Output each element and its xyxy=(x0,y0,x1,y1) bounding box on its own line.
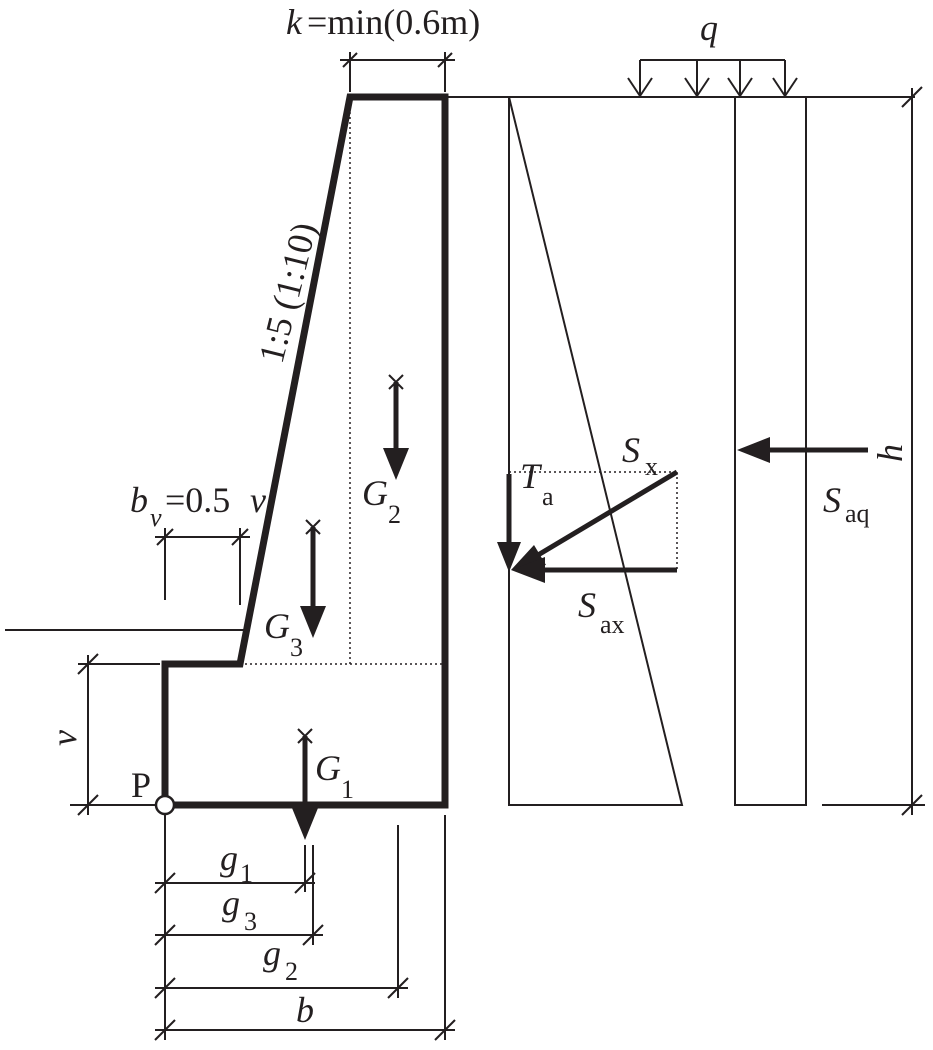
g3-label: G xyxy=(264,606,290,646)
pivot-point-p xyxy=(154,794,176,816)
g3-subscript: 3 xyxy=(290,633,303,662)
g1-subscript: 1 xyxy=(341,775,354,804)
sx-label: S xyxy=(622,430,640,470)
earth-pressure-triangle xyxy=(508,96,684,806)
g2-dim-label: g xyxy=(263,933,281,973)
bv-equals: =0.5 xyxy=(165,480,230,520)
h-label: h xyxy=(870,444,910,462)
g2-dim-subscript: 2 xyxy=(285,957,298,986)
bv-v: v xyxy=(250,480,266,520)
surcharge-arrows xyxy=(627,59,798,98)
sx-subscript: x xyxy=(645,452,658,481)
g1-dim-subscript: 1 xyxy=(240,859,253,888)
saq-subscript: aq xyxy=(845,499,870,528)
v-label: v xyxy=(44,730,84,746)
k-dimension xyxy=(340,52,455,92)
h-dimension xyxy=(822,86,925,816)
sax-label: S xyxy=(578,585,596,625)
g3-dim-label: g xyxy=(222,883,240,923)
p-label: P xyxy=(131,765,151,805)
ta-subscript: a xyxy=(542,482,554,511)
bv-label: b xyxy=(130,480,148,520)
k-expression: =min(0.6m) xyxy=(307,2,480,42)
g3-dim-subscript: 3 xyxy=(244,907,257,936)
bv-subscript: v xyxy=(150,503,162,532)
q-label: q xyxy=(700,8,718,48)
g1-label: G xyxy=(315,748,341,788)
sax-subscript: ax xyxy=(600,610,625,639)
k-label: k xyxy=(286,2,303,42)
bv-dimension xyxy=(155,528,250,605)
b-dim-label: b xyxy=(296,990,314,1030)
g1-dim-label: g xyxy=(220,838,238,878)
saq-label: S xyxy=(823,480,841,520)
v-dimension xyxy=(70,653,160,816)
bottom-dimensions xyxy=(154,815,456,1041)
g2-label: G xyxy=(362,473,388,513)
g2-subscript: 2 xyxy=(388,500,401,529)
sx-arrow xyxy=(536,469,679,558)
ta-label: T xyxy=(520,456,543,496)
